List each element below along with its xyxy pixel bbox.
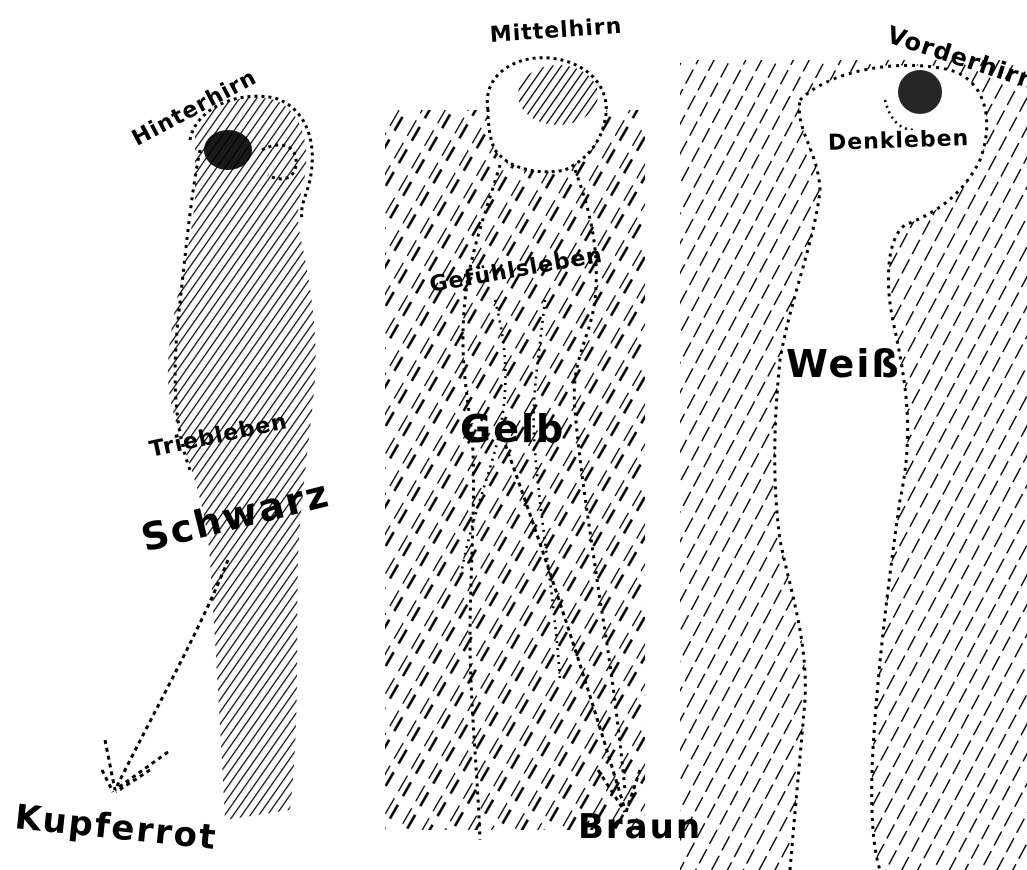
figure-weiss-brain-spot — [898, 70, 942, 114]
label-braun: Braun — [578, 810, 702, 844]
label-denkleben: Denkleben — [826, 128, 972, 155]
figure-schwarz — [102, 96, 316, 820]
figure-schwarz-brain-spot — [204, 130, 252, 170]
label-weiss: Weiß — [786, 345, 901, 383]
kupferrot-arrow — [102, 560, 228, 792]
figure-weiss — [680, 60, 1027, 870]
label-gelb: Gelb — [460, 410, 565, 448]
figure-gelb-brain-spot — [518, 65, 598, 125]
